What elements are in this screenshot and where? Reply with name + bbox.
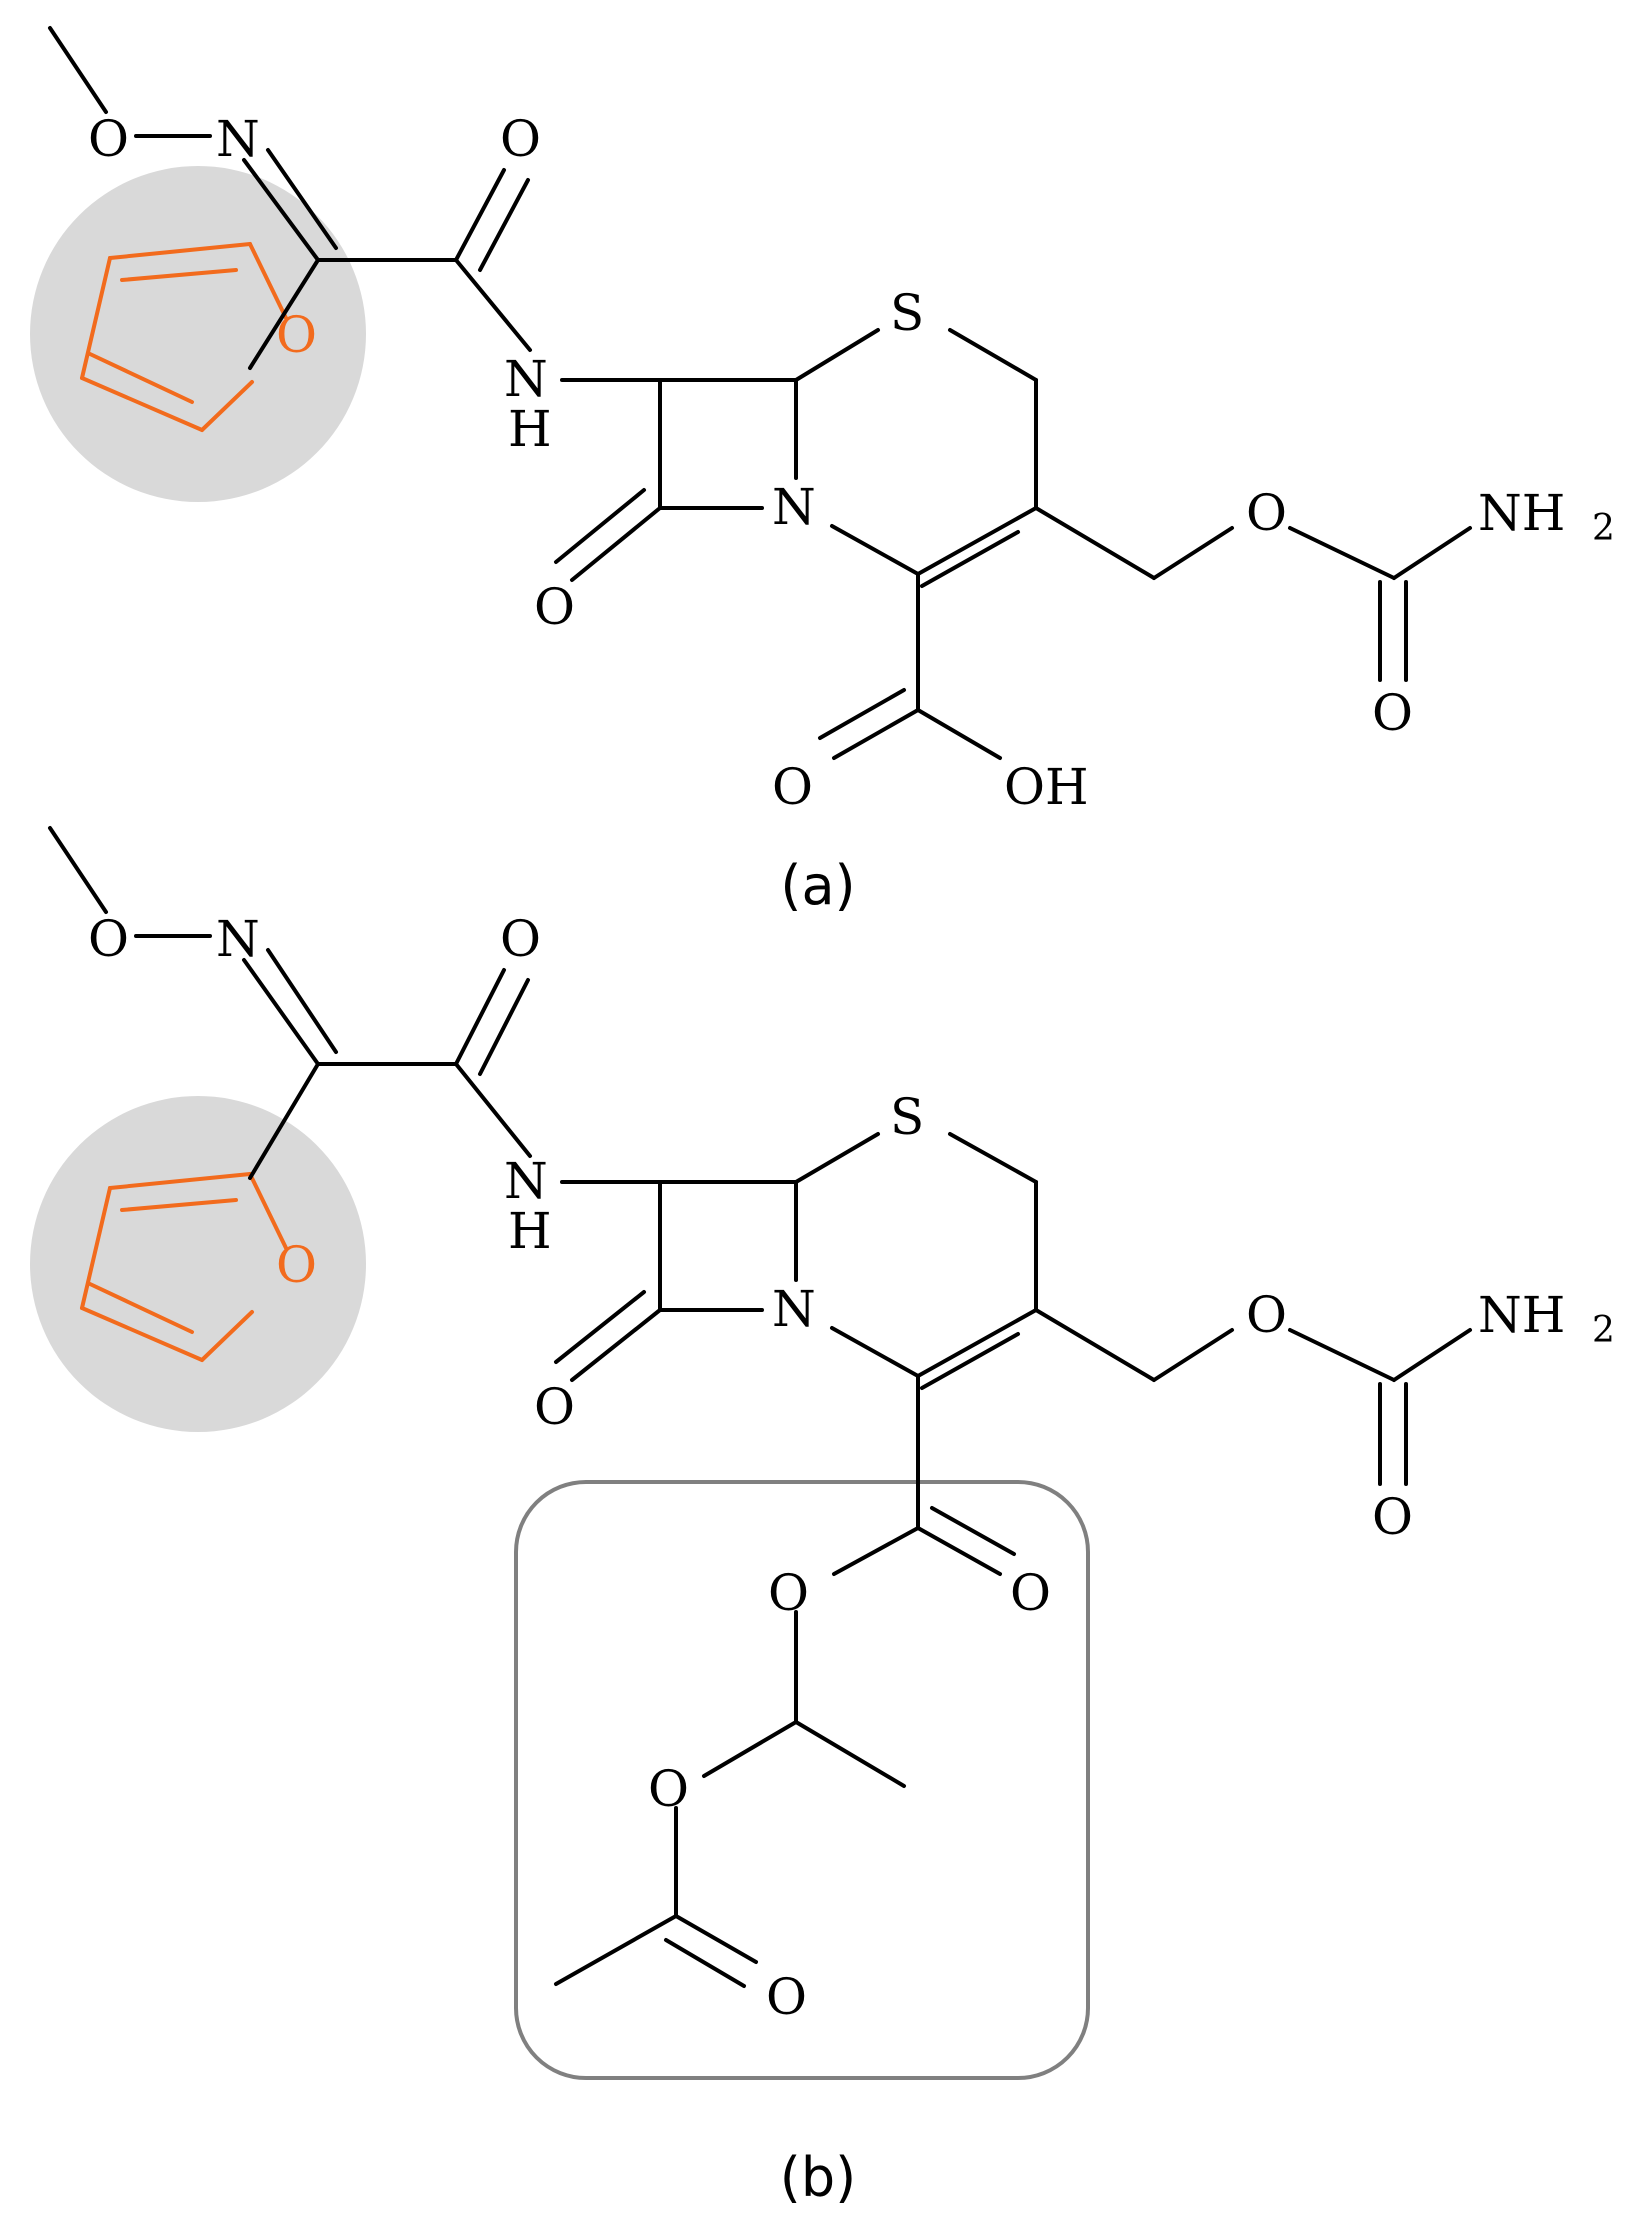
carbamate-ester-oxygen-b: O xyxy=(1246,1286,1287,1344)
carbamate-amine-b: NH xyxy=(1478,1286,1565,1344)
sulfur-a: S xyxy=(890,284,924,342)
oxime-nitrogen-a: N xyxy=(216,110,260,168)
carbamate-amine-subscript-b: 2 xyxy=(1592,1310,1615,1351)
lactam-oxygen-a: O xyxy=(534,578,575,636)
acid-hydroxyl-a: OH xyxy=(1004,758,1089,816)
furan-ring-b: O xyxy=(80,1172,317,1362)
carbamate-carbonyl-oxygen-a: O xyxy=(1372,684,1413,742)
amide-nitrogen-b: N xyxy=(504,1152,548,1210)
backbone-bonds-a xyxy=(48,26,1472,760)
acetal-oxygen-b: O xyxy=(648,1760,689,1818)
acid-carbonyl-oxygen-a: O xyxy=(772,758,813,816)
furan-ring-a: O xyxy=(80,242,317,432)
carbamate-carbonyl-oxygen-b: O xyxy=(1372,1488,1413,1546)
ester-carbonyl-oxygen-b: O xyxy=(1010,1564,1051,1622)
acetyl-carbonyl-oxygen-b: O xyxy=(766,1968,807,2026)
caption-a: (a) xyxy=(780,854,855,917)
ring-nitrogen-b: N xyxy=(772,1280,816,1338)
carbamate-amine-subscript-a: 2 xyxy=(1592,508,1615,549)
furan-highlight-circle-a xyxy=(30,166,366,502)
oxime-nitrogen-b: N xyxy=(216,910,260,968)
carbamate-amine-a: NH xyxy=(1478,484,1565,542)
structure-b: O xyxy=(30,826,1615,2209)
furan-highlight-circle-b xyxy=(30,1096,366,1432)
oxime-oxygen-b: O xyxy=(88,910,129,968)
amide-hydrogen-b: H xyxy=(508,1202,552,1260)
furan-oxygen-b: O xyxy=(276,1236,317,1294)
oxime-oxygen-a: O xyxy=(88,110,129,168)
sulfur-b: S xyxy=(890,1088,924,1146)
prodrug-ester-box xyxy=(514,1480,1090,2080)
amide-hydrogen-a: H xyxy=(508,400,552,458)
caption-b: (b) xyxy=(780,2146,856,2209)
carbamate-ester-oxygen-a: O xyxy=(1246,484,1287,542)
amide-oxygen-a: O xyxy=(500,110,541,168)
ring-nitrogen-a: N xyxy=(772,478,816,536)
amide-nitrogen-a: N xyxy=(504,350,548,408)
ester-oxygen-b: O xyxy=(768,1564,809,1622)
backbone-bonds-b xyxy=(48,826,1472,1988)
amide-oxygen-b: O xyxy=(500,910,541,968)
lactam-oxygen-b: O xyxy=(534,1378,575,1436)
structure-a: O xyxy=(30,26,1615,917)
